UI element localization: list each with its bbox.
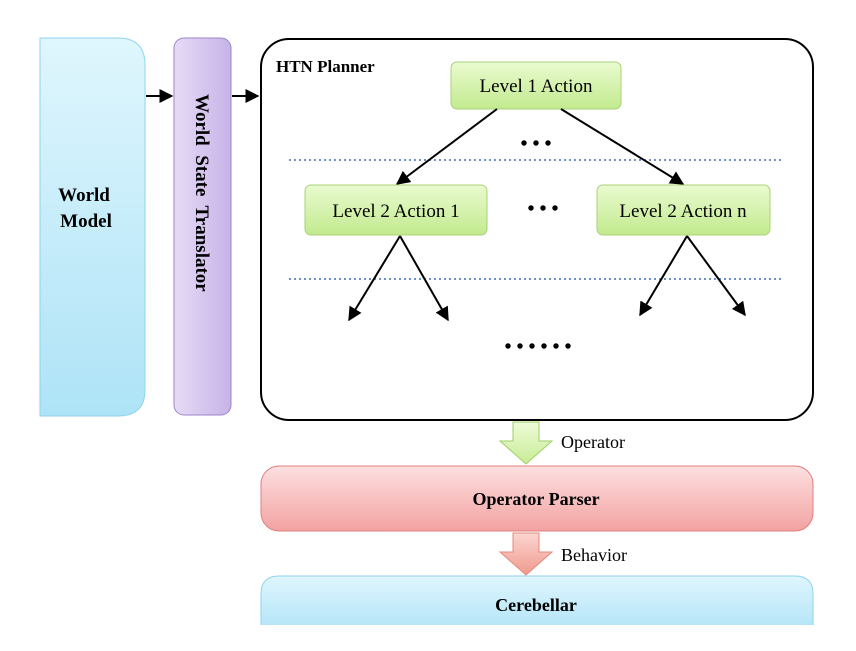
cerebellar-block: Cerebellar: [260, 575, 814, 625]
level2-action-n-label: Level 2 Action n: [619, 201, 747, 222]
translator-label: World State Translator: [191, 94, 212, 292]
level2-action-1-node: [304, 184, 488, 236]
level1-ellipsis: • • •: [520, 133, 551, 155]
world-model-label-line2: Model: [60, 211, 112, 232]
arrow-level1-to-action1: [395, 108, 498, 185]
operator-parser-block: Operator Parser: [260, 465, 814, 532]
arrow-level1-to-actionn: [560, 108, 685, 185]
htn-planner-title: HTN Planner: [276, 57, 375, 76]
arrow-actionn-right-child: [686, 235, 746, 317]
operator-arrow-label: Operator: [561, 432, 625, 452]
operator-arrow: Operator: [498, 421, 625, 465]
world-state-translator-block: World State Translator: [173, 37, 232, 416]
cerebellar-label: Cerebellar: [495, 595, 577, 615]
behavior-arrow-label: Behavior: [561, 545, 627, 565]
level2-ellipsis: • • •: [527, 198, 558, 220]
level3-ellipsis: • • • • • •: [504, 336, 571, 358]
arrow-actionn-left-child: [639, 235, 688, 317]
world-model-block: World Model: [39, 37, 146, 417]
level1-action-label: Level 1 Action: [480, 76, 593, 97]
operator-parser-label: Operator Parser: [472, 489, 599, 509]
htn-planner-container: HTN Planner Level 1 Action • • • Level 2…: [260, 38, 814, 421]
level2-action-n-node: [596, 184, 771, 236]
arrow-action1-right-child: [399, 235, 449, 322]
arrow-action1-left-child: [348, 235, 401, 322]
world-model-label-line1: World: [58, 185, 110, 206]
level2-action-1-label: Level 2 Action 1: [332, 201, 459, 222]
level1-action-node: [450, 61, 622, 110]
behavior-arrow: Behavior: [498, 532, 627, 576]
